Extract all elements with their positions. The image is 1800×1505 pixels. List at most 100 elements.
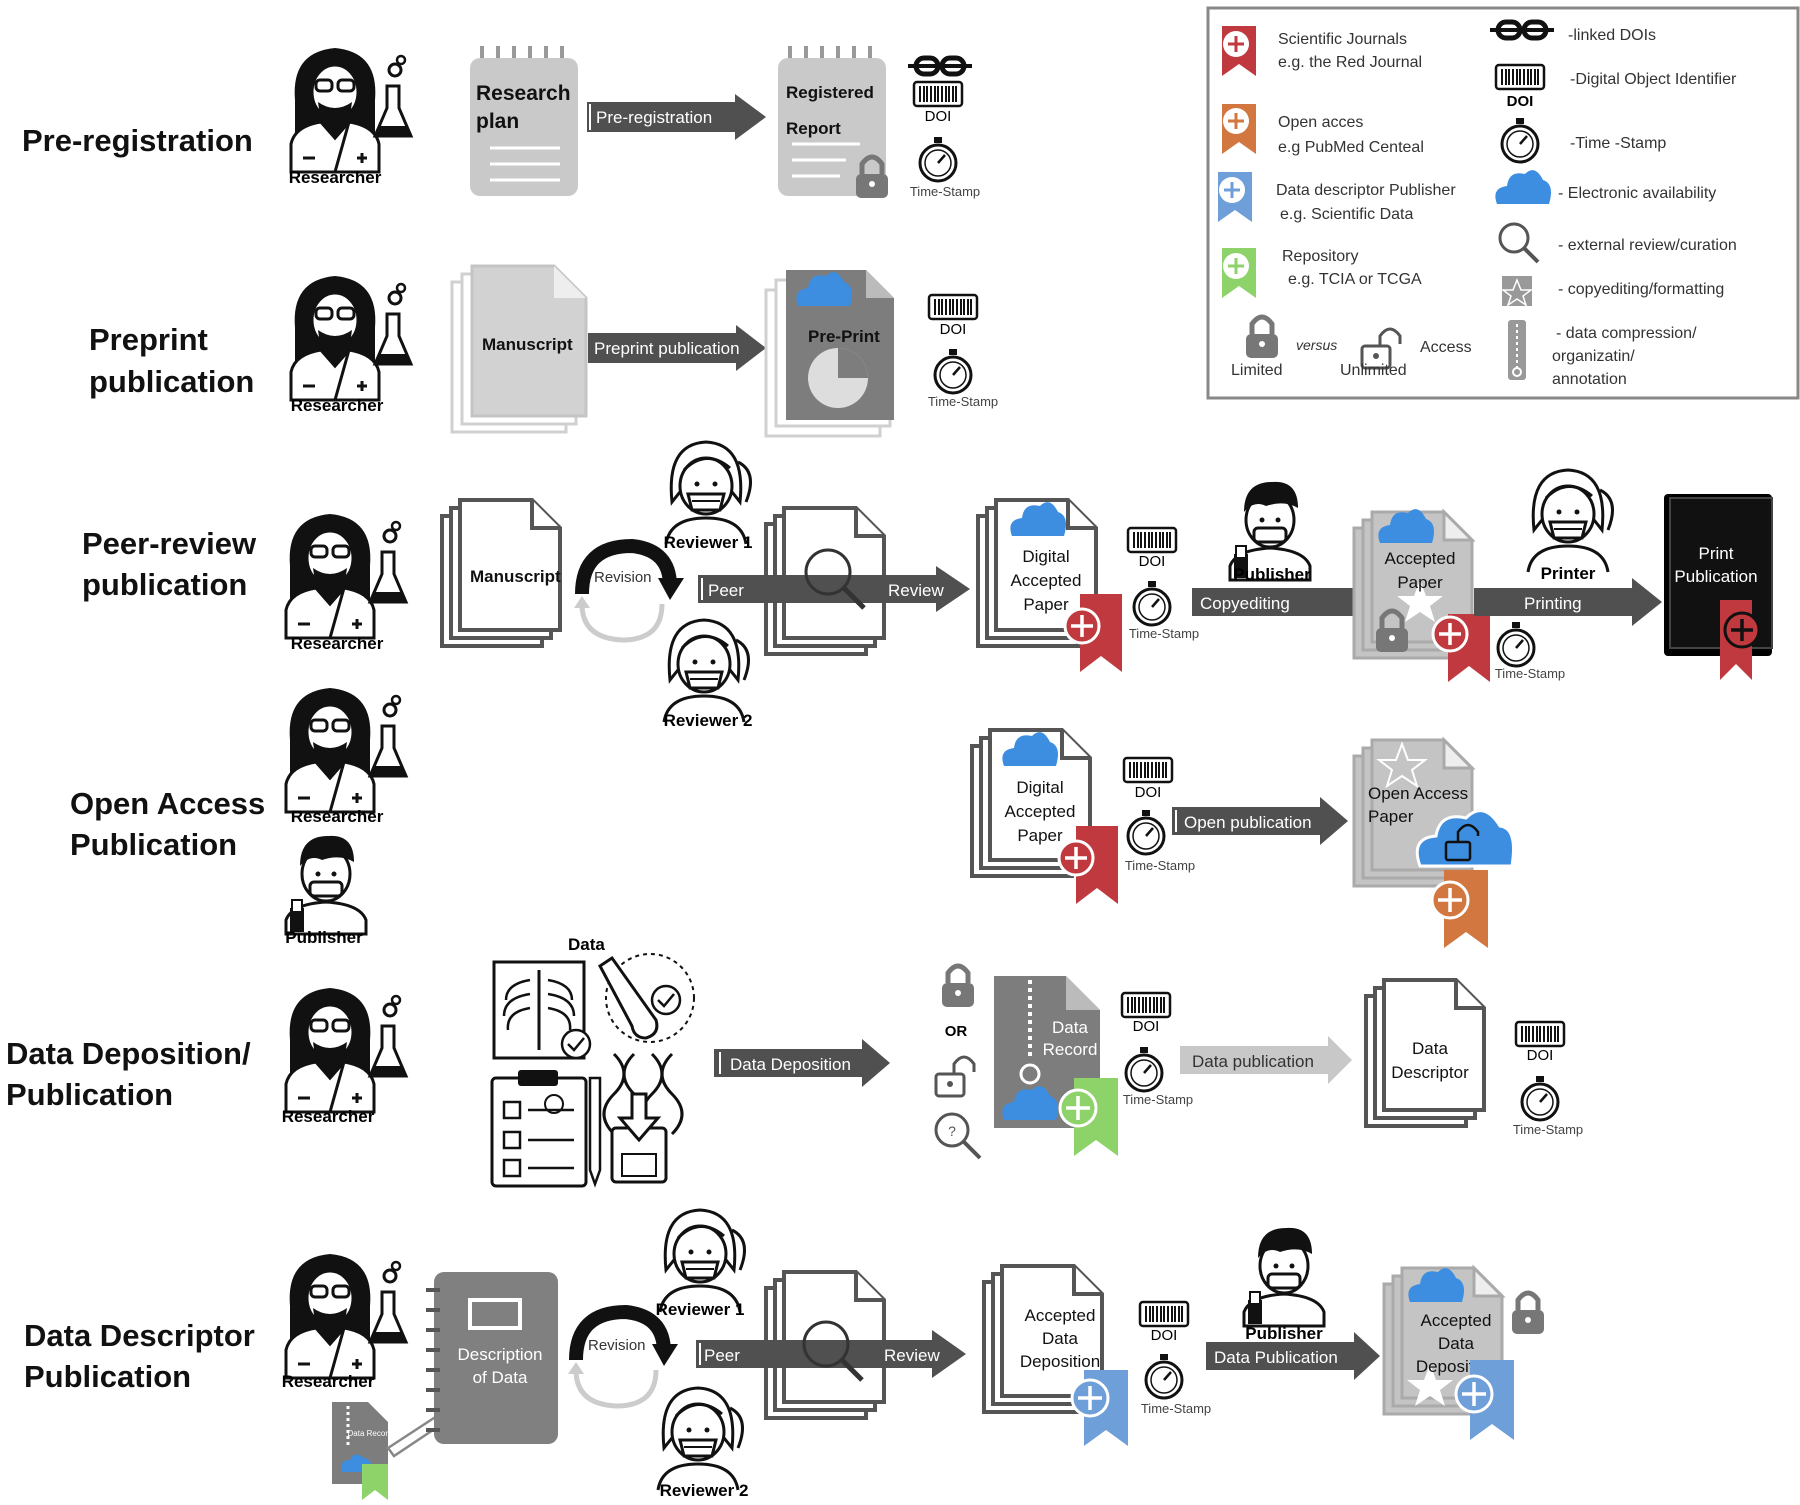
timestamp-label: Time-Stamp [928,394,998,409]
timestamp-label-2: Time-Stamp [1513,1122,1583,1137]
reviewer-2-icon [656,1386,744,1492]
researcher-icon [289,274,413,402]
row-preregistration: Pre-registration Researcher Research pla… [22,46,980,199]
star-icon [1407,1364,1453,1406]
revision-label: Revision [594,569,652,586]
cloud-unlocked-icon [1415,809,1515,868]
legend-repo-2: e.g. TCIA or TCGA [1288,271,1422,288]
legend-doi: -Digital Object Identifier [1570,71,1737,88]
barcode-icon [1514,1020,1566,1048]
legend-compress-1: - data compression/ [1556,325,1697,342]
row-preprint: Preprint publication Researcher Manuscri… [89,264,998,438]
magnifier-icon [1498,222,1540,264]
arrow-label-peer: Peer [708,581,744,600]
row-data-descriptor: Data Descriptor Publication Researcher D… [24,1208,1544,1500]
researcher-icon [284,986,408,1114]
printer-icon [1526,468,1614,574]
doc-label-accepted: Accepted [1011,571,1082,590]
researcher-label: Researcher [289,168,382,187]
row-label-dd-2: Publication [24,1359,191,1394]
green-ribbon-icon [1222,248,1256,298]
mini-record-label: Data Record [348,1429,393,1438]
researcher-label: Researcher [282,1372,375,1391]
legend-journals-2: e.g. the Red Journal [1278,54,1422,71]
doc-label-research-plan-2: plan [476,110,519,133]
researcher-label: Researcher [291,396,384,415]
printer-label: Printer [1541,564,1596,583]
publisher-label: Publisher [285,928,363,947]
researcher-icon [289,46,413,174]
clipboard-icon [490,1070,602,1188]
stopwatch-icon [933,347,973,395]
barcode-icon [1138,1300,1190,1328]
row-label-peer-2: publication [82,567,247,602]
researcher-icon [284,512,408,640]
blue-ribbon-icon [1070,1370,1128,1446]
arrow-preregistration [587,94,766,140]
doc-label-data-2: Data [1412,1039,1448,1058]
stopwatch-icon [1496,620,1536,668]
notepad-icon [470,46,578,196]
test-tube-icon [598,953,695,1043]
researcher-icon [284,686,408,814]
stopwatch-icon [1124,1045,1164,1093]
legend-descriptor-1: Data descriptor Publisher [1276,182,1456,199]
reviewer-1-icon [658,1208,746,1314]
blue-ribbon-icon [1454,1360,1514,1440]
row-peer-review: Peer-review publication Researcher Manus… [82,440,1773,730]
stopwatch-icon [1144,1352,1184,1400]
publisher-label: Publisher [1233,565,1311,584]
doc-label-paper-2: Paper [1397,573,1443,592]
doc-label-research-plan-1: Research [476,82,571,105]
legend-review: - external review/curation [1558,237,1737,254]
doc-label-manuscript: Manuscript [482,335,573,354]
row-label-peer-1: Peer-review [82,526,257,561]
book-label-1: Description [457,1345,542,1364]
barcode-icon [912,80,964,108]
unlimited-lock-icon [934,1055,976,1098]
barcode-icon [1494,63,1546,91]
legend-journals-1: Scientific Journals [1278,31,1407,48]
row-label-preprint-2: publication [89,364,254,399]
legend-box: Scientific Journals e.g. the Red Journal… [1206,6,1800,400]
zipper-icon [1508,320,1526,380]
doc-label-paper-2: Paper [1368,807,1414,826]
researcher-label: Researcher [291,807,384,826]
linked-dois-icon [908,58,972,74]
barcode-icon [1126,526,1178,554]
legend-time: -Time -Stamp [1570,135,1666,152]
revision-label: Revision [588,1337,646,1354]
doc-label-accepted: Accepted [1005,802,1076,821]
manuscript-stack-icon [450,264,588,434]
download-floppy-icon [610,1092,668,1184]
blue-ribbon-icon [1218,172,1252,222]
magnifier-question-icon [934,1112,982,1160]
legend-cloud: - Electronic availability [1558,185,1716,202]
arrow-label-preprint: Preprint publication [594,339,740,358]
reviewer-2-label: Reviewer 2 [660,1481,749,1500]
doc-label-open-access: Open Access [1368,784,1468,803]
row-label-open-1: Open Access [70,786,265,821]
researcher-icon [284,1252,408,1380]
orange-ribbon-icon [1430,870,1488,948]
reviewer-1-label: Reviewer 1 [664,533,753,552]
reviewer-1-label: Reviewer 1 [656,1300,745,1319]
notepad-registered-icon [778,46,886,196]
red-ribbon-icon [1063,594,1122,672]
publisher-label: Publisher [1245,1324,1323,1343]
reviewer-2-label: Reviewer 2 [664,711,753,730]
arrow-label-data-publication: Data Publication [1214,1348,1338,1367]
doc-label-record: Record [1043,1040,1098,1059]
stopwatch-icon [1132,579,1172,627]
legend-open-2: e.g PubMed Centeal [1278,139,1424,156]
doc-label-paper: Paper [1023,595,1069,614]
arrow-label-open: Open publication [1184,813,1312,832]
arrow-printing [1474,578,1662,626]
doi-label: DOI [940,321,967,338]
stopwatch-icon [1520,1074,1560,1122]
legend-limited: Limited [1231,362,1283,379]
arrow-label-peer: Peer [704,1346,740,1365]
researcher-label: Researcher [282,1107,375,1126]
reviewer-1-icon [664,440,752,546]
